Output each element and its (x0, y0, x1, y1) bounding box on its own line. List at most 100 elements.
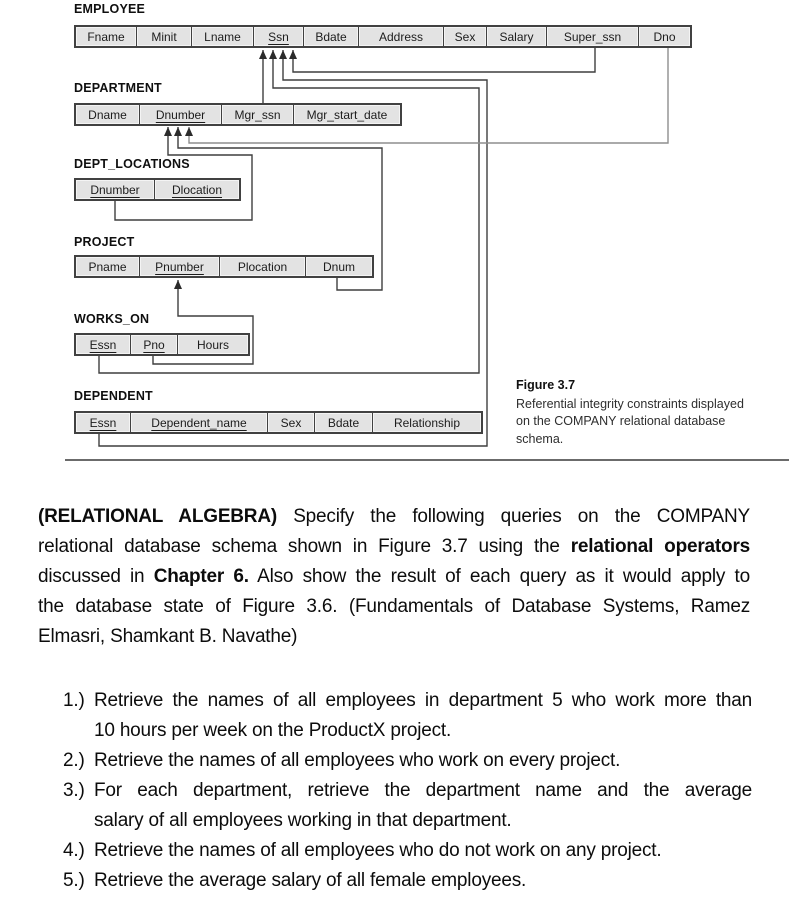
question-text-line: Retrieve the average salary of all femal… (94, 870, 527, 891)
exercise-line: Elmasri, Shamkant B. Navathe) (38, 622, 750, 652)
table-row-project: Pname Pnumber Plocation Dnum (74, 255, 374, 278)
bold-text: relational operators (570, 536, 751, 557)
attribute-label: Mgr_ssn (234, 107, 281, 122)
attribute-label: Sex (280, 415, 302, 430)
attribute-cell-employee-bdate: Bdate (304, 27, 359, 46)
attribute-label: Pno (143, 337, 165, 352)
attribute-label: Mgr_start_date (306, 107, 388, 122)
attribute-cell-employee-sex: Sex (444, 27, 487, 46)
attribute-label: Minit (151, 29, 177, 44)
body-text: Elmasri, Shamkant B. Navathe) (38, 626, 298, 647)
attribute-label: Hours (196, 337, 229, 352)
attribute-label: Essn (89, 415, 117, 430)
attribute-cell-employee-salary: Salary (487, 27, 547, 46)
table-name-dependent: DEPENDENT (74, 389, 153, 403)
attribute-cell-department-dname: Dname (76, 105, 140, 124)
question-item-5: 5.) Retrieve the average salary of all fe… (63, 866, 752, 896)
attribute-label: Salary (499, 29, 534, 44)
question-number: 2.) (63, 750, 85, 771)
question-item-1: 1.) Retrieve the names of all employees i… (63, 686, 752, 746)
exercise-line: the database state of Figure 3.6. (Funda… (38, 592, 750, 622)
attribute-label: Plocation (237, 259, 288, 274)
question-text-line: 10 hours per week on the ProductX projec… (94, 720, 452, 741)
attribute-cell-employee-fname: Fname (76, 27, 137, 46)
exercise-line: relational database schema shown in Figu… (38, 532, 750, 562)
question-text-line: salary of all employees working in that … (94, 810, 512, 831)
constraint-line-project_dnum-to-dnumber (177, 127, 383, 291)
attribute-cell-department-dnumber: Dnumber (140, 105, 222, 124)
body-text: Also show the result of each query as it… (248, 566, 750, 587)
arrowhead-super_ssn-to-ssn (289, 50, 297, 59)
question-number: 4.) (63, 840, 85, 861)
attribute-label: Dnum (322, 259, 355, 274)
attribute-cell-project-pnumber: Pnumber (140, 257, 220, 276)
table-name-project: PROJECT (74, 235, 135, 249)
figure-caption-text: Referential integrity constraints displa… (516, 396, 778, 449)
arrowhead-works_on_pno-to-pnumber (174, 280, 182, 289)
attribute-label: Pname (88, 259, 127, 274)
table-row-dependent: Essn Dependent_name Sex Bdate Relationship (74, 411, 483, 434)
question-text: Retrieve the names of all employees in d… (94, 686, 752, 746)
referential-constraint-lines (65, 48, 789, 461)
attribute-cell-project-pname: Pname (76, 257, 140, 276)
attribute-cell-project-plocation: Plocation (220, 257, 306, 276)
exercise-paragraph: (RELATIONAL ALGEBRA) Specify the followi… (38, 502, 750, 652)
attribute-cell-dependent-sex: Sex (268, 413, 315, 432)
body-text: Specify the following queries on the COM… (276, 506, 750, 527)
attribute-label: Fname (87, 29, 125, 44)
attribute-cell-employee-lname: Lname (192, 27, 254, 46)
figure-caption-line: schema. (516, 431, 564, 446)
constraint-line-super_ssn-to-ssn (292, 48, 596, 73)
attribute-cell-employee-dno: Dno (639, 27, 690, 46)
attribute-label: Dno (653, 29, 676, 44)
attribute-cell-dependent-dependent_name: Dependent_name (131, 413, 268, 432)
constraint-line-works_on_pno-to-pnumber (152, 280, 254, 365)
constraint-line-dept_locations_dnumber-to-dnumber (114, 127, 253, 221)
question-list: 1.) Retrieve the names of all employees i… (63, 686, 752, 896)
attribute-label: Dependent_name (151, 415, 247, 430)
attribute-cell-dept_locations-dnumber: Dnumber (76, 180, 155, 199)
question-text: Retrieve the average salary of all femal… (94, 866, 752, 896)
question-text: Retrieve the names of all employees who … (94, 746, 752, 776)
question-number: 3.) (63, 780, 85, 801)
bold-text: Chapter 6. (153, 566, 249, 587)
figure-caption: Figure 3.7 Referential integrity constra… (516, 377, 778, 448)
arrowhead-project_dnum-to-dnumber (174, 127, 182, 136)
attribute-label: Ssn (268, 29, 289, 44)
question-text-line: For each department, retrieve the depart… (94, 780, 752, 801)
attribute-label: Lname (204, 29, 241, 44)
attribute-label: Pnumber (155, 259, 204, 274)
question-number: 1.) (63, 690, 85, 711)
exercise-line: discussed in Chapter 6. Also show the re… (38, 562, 750, 592)
exercise-line: (RELATIONAL ALGEBRA) Specify the followi… (38, 502, 750, 532)
question-number: 5.) (63, 870, 85, 891)
arrowhead-works_on_essn-to-ssn (269, 50, 277, 59)
attribute-label: Relationship (393, 415, 461, 430)
figure-caption-title: Figure 3.7 (516, 378, 576, 392)
attribute-cell-department-mgr_start_date: Mgr_start_date (294, 105, 400, 124)
constraint-line-works_on_essn-to-ssn (98, 50, 480, 374)
attribute-label: Dnumber (90, 182, 140, 197)
attribute-label: Essn (89, 337, 117, 352)
attribute-cell-project-dnum: Dnum (306, 257, 372, 276)
constraint-line-dependent_essn-to-ssn (98, 50, 488, 447)
figure-caption-line: Referential integrity constraints displa… (516, 396, 744, 411)
attribute-cell-works_on-essn: Essn (76, 335, 131, 354)
attribute-cell-works_on-pno: Pno (131, 335, 178, 354)
table-name-dept_locations: DEPT_LOCATIONS (74, 157, 190, 171)
figure-caption-line: on the COMPANY relational database (516, 414, 726, 428)
attribute-cell-dependent-bdate: Bdate (315, 413, 373, 432)
question-text-line: Retrieve the names of all employees who … (94, 750, 621, 771)
question-item-4: 4.) Retrieve the names of all employees w… (63, 836, 752, 866)
table-row-works_on: Essn Pno Hours (74, 333, 250, 356)
question-text-line: Retrieve the names of all employees in d… (94, 690, 752, 711)
arrowhead-dependent_essn-to-ssn (279, 50, 287, 59)
constraint-line-dno-to-dnumber (188, 48, 669, 144)
attribute-cell-department-mgr_ssn: Mgr_ssn (222, 105, 294, 124)
body-text: relational database schema shown in Figu… (38, 536, 571, 557)
attribute-label: Super_ssn (563, 29, 622, 44)
question-text-line: Retrieve the names of all employees who … (94, 840, 662, 861)
